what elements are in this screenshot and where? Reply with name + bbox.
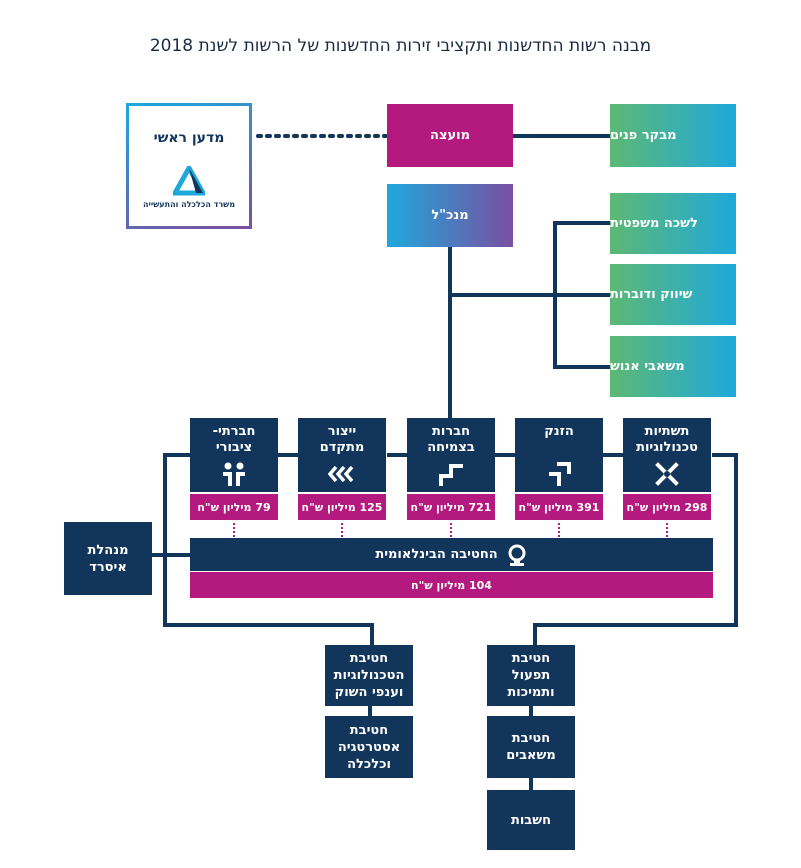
growth-stairs-icon <box>439 464 463 486</box>
cross-arrows-icon <box>655 462 679 486</box>
ministry-name: משרד הכלכלה והתעשייה <box>143 200 235 209</box>
tech-market-division-box: חטיבת הטכנולוגיות וענפי השוק <box>325 645 413 706</box>
international-division-box: החטיבה הבינלאומית <box>190 538 713 571</box>
division-label: ייצור מתקדם <box>319 424 365 455</box>
division-advanced-manufacturing: ייצור מתקדם <box>298 418 386 492</box>
budget-startup: 391 מיליון ש"ח <box>515 494 603 520</box>
people-icon <box>223 462 245 486</box>
chevrons-icon <box>328 465 354 483</box>
chief-scientist-label: מדען ראשי <box>153 130 225 146</box>
division-startup: הזנק <box>515 418 603 492</box>
marketing-box: שיווק ודוברות <box>610 264 736 325</box>
startup-steps-icon <box>549 462 571 486</box>
resources-division-box: חטיבת משאבים <box>487 716 575 778</box>
internal-auditor-box: מבקר פנים <box>610 104 736 167</box>
legal-office-box: לשכה משפטית <box>610 193 736 254</box>
division-tech-infrastructure: תשתיות טכנולוגיות <box>623 418 711 492</box>
dotted-connector <box>233 523 235 537</box>
dotted-connector <box>558 523 560 537</box>
strategy-economy-division-box: חטיבת אסטרטגיה וכלכלה <box>325 716 413 778</box>
division-growth-companies: חברות בצמיחה <box>407 418 495 492</box>
division-label: תשתיות טכנולוגיות <box>636 424 698 455</box>
division-label: חברתי- ציבורי <box>212 424 256 455</box>
operations-division-box: חטיבת תפעול ותמיכות <box>487 645 575 706</box>
division-social-public: חברתי- ציבורי <box>190 418 278 492</box>
international-division-label: החטיבה הבינלאומית <box>375 547 498 562</box>
ceo-box: מנכ"ל <box>387 184 513 247</box>
dotted-connector <box>341 523 343 537</box>
isered-admin-box: מנהלת איסרד <box>64 522 152 595</box>
budget-growth-companies: 721 מיליון ש"ח <box>407 494 495 520</box>
division-label: חברות בצמיחה <box>427 424 475 455</box>
division-label: הזנק <box>544 424 574 439</box>
ministry-logo-icon <box>173 166 205 196</box>
globe-icon <box>508 544 526 566</box>
budget-advanced-manufacturing: 125 מיליון ש"ח <box>298 494 386 520</box>
page-title: מבנה רשות החדשנות ותקציבי זירות החדשנות … <box>149 36 652 56</box>
dotted-connector <box>450 523 452 537</box>
chief-scientist-box: מדען ראשי משרד הכלכלה והתעשייה <box>126 103 252 229</box>
hr-box: משאבי אנוש <box>610 336 736 397</box>
budget-tech-infrastructure: 298 מיליון ש"ח <box>623 494 711 520</box>
budget-international: 104 מיליון ש"ח <box>190 572 713 598</box>
budget-social-public: 79 מיליון ש"ח <box>190 494 278 520</box>
council-box: מועצה <box>387 104 513 167</box>
accounting-box: חשבות <box>487 790 575 850</box>
dotted-connector <box>666 523 668 537</box>
